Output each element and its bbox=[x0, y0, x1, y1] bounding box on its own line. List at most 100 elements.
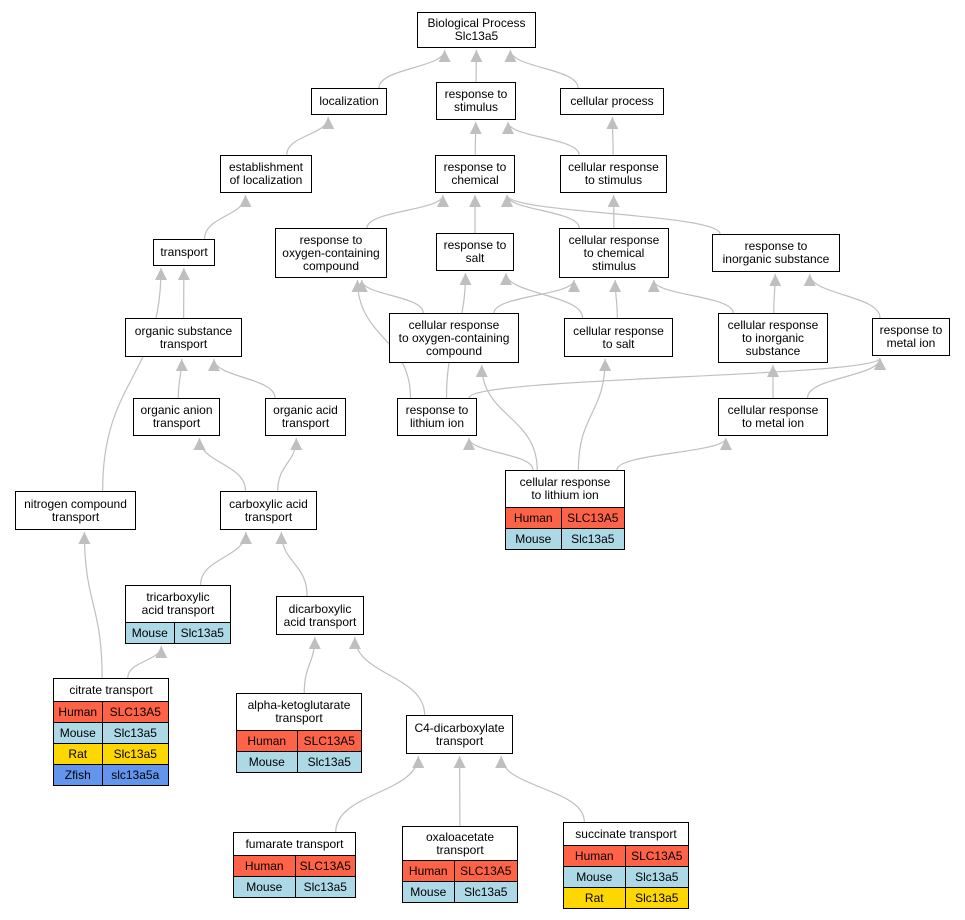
node-label: localization bbox=[319, 94, 379, 108]
node-response-to-inorganic-substance[interactable]: response to inorganic substance bbox=[712, 234, 840, 272]
edge-carboxylic-to-org_anion bbox=[193, 437, 247, 492]
gene-cell: Slc13a5 bbox=[625, 866, 688, 888]
node-cellular-response-to-inorganic-substance[interactable]: cellular response to inorganic substance bbox=[718, 313, 828, 363]
gene-cell: slc13a5a bbox=[102, 764, 168, 785]
node-response-to-oxygen-containing-compound[interactable]: response to oxygen-containing compound bbox=[275, 228, 387, 278]
gene-cell: Slc13a5 bbox=[297, 751, 361, 772]
node-cellular-response-to-oxygen-containing-compound[interactable]: cellular response to oxygen-containing c… bbox=[389, 313, 519, 363]
edge-dicarboxylic-to-carboxylic bbox=[275, 531, 308, 597]
node-label: cellular response to chemical stimulus bbox=[568, 232, 660, 273]
node-label: tricarboxylic acid transport bbox=[141, 590, 215, 617]
node-organic-acid-transport[interactable]: organic acid transport bbox=[265, 398, 346, 436]
species-cell: Human bbox=[54, 701, 103, 723]
node-label: organic anion transport bbox=[140, 403, 213, 430]
edge-cell_resp_stim-to-resp_stim bbox=[502, 121, 580, 156]
node-nitrogen-compound-transport[interactable]: nitrogen compound transport bbox=[15, 491, 136, 530]
node-cellular-response-to-chemical-stimulus[interactable]: cellular response to chemical stimulus bbox=[559, 228, 669, 278]
node-establishment-of-localization[interactable]: establishment of localization bbox=[220, 155, 312, 193]
edge-citrate-to-nitrogen bbox=[78, 531, 103, 679]
edge-cell_resp_lithium-to-cell_resp_metal bbox=[616, 437, 732, 471]
edge-resp_lithium-to-resp_metal bbox=[468, 357, 886, 399]
node-label: cellular response to oxygen-containing c… bbox=[398, 317, 510, 358]
node-response-to-salt[interactable]: response to salt bbox=[436, 233, 514, 271]
edge-cell_resp_inorg-to-cell_resp_chem bbox=[647, 279, 734, 314]
edge-cell_resp_metal-to-resp_metal bbox=[806, 357, 886, 399]
node-carboxylic-acid-transport[interactable]: carboxylic acid transport bbox=[220, 491, 317, 530]
edge-resp_chem-to-resp_stim bbox=[469, 121, 482, 156]
node-label: alpha-ketoglutarate transport bbox=[247, 698, 351, 725]
node-label: succinate transport bbox=[575, 826, 677, 841]
node-dicarboxylic-acid-transport[interactable]: dicarboxylic acid transport bbox=[276, 596, 364, 635]
node-cellular-process[interactable]: cellular process bbox=[560, 88, 664, 115]
node-c4-dicarboxylate-transport[interactable]: C4-dicarboxylate transport bbox=[406, 715, 513, 754]
node-biological-process[interactable]: Biological Process Slc13a5 bbox=[417, 12, 536, 48]
node-label: organic acid transport bbox=[273, 403, 338, 430]
node-label: response to lithium ion bbox=[405, 403, 469, 430]
gene-cell: Slc13a5 bbox=[295, 876, 355, 897]
node-label: nitrogen compound transport bbox=[24, 496, 127, 524]
gene-cell: Slc13a5 bbox=[625, 887, 688, 908]
node-cellular-response-to-stimulus[interactable]: cellular response to stimulus bbox=[560, 155, 667, 193]
node-label: Biological Process Slc13a5 bbox=[427, 16, 526, 43]
node-organic-anion-transport[interactable]: organic anion transport bbox=[133, 398, 220, 436]
gene-cell: SLC13A5 bbox=[561, 507, 624, 529]
species-cell: Mouse bbox=[234, 876, 296, 897]
edge-cell_resp_lithium-to-cell_resp_salt bbox=[577, 358, 612, 471]
gene-cell: Slc13a5 bbox=[174, 622, 230, 643]
node-localization[interactable]: localization bbox=[311, 88, 387, 115]
node-label: organic substance transport bbox=[134, 323, 233, 351]
edge-cell_resp_inorg-to-resp_inorg bbox=[769, 273, 782, 314]
node-label: oxaloacetate transport bbox=[425, 829, 495, 857]
node-cellular-response-to-salt[interactable]: cellular response to salt bbox=[564, 318, 673, 357]
node-label: dicarboxylic acid transport bbox=[283, 601, 357, 629]
edge-transport-to-estab_loc bbox=[203, 194, 252, 240]
node-response-to-lithium-ion[interactable]: response to lithium ion bbox=[397, 398, 477, 436]
species-cell: Rat bbox=[54, 743, 103, 765]
species-cell: Mouse bbox=[237, 751, 298, 772]
node-label: response to oxygen-containing compound bbox=[282, 232, 380, 273]
node-label: response to inorganic substance bbox=[722, 239, 830, 266]
node-label: response to chemical bbox=[443, 160, 507, 187]
edge-nitrogen-to-transport bbox=[102, 267, 167, 492]
node-label: carboxylic acid transport bbox=[229, 496, 308, 524]
species-cell: Mouse bbox=[54, 722, 103, 744]
edge-alpha_keto-to-dicarboxylic bbox=[303, 636, 321, 694]
node-response-to-metal-ion[interactable]: response to metal ion bbox=[872, 318, 950, 356]
node-transport[interactable]: transport bbox=[153, 239, 215, 266]
node-cellular-response-to-metal-ion[interactable]: cellular response to metal ion bbox=[718, 398, 828, 436]
node-organic-substance-transport[interactable]: organic substance transport bbox=[125, 318, 242, 357]
node-response-to-stimulus[interactable]: response to stimulus bbox=[436, 82, 516, 120]
species-cell: Human bbox=[237, 730, 298, 752]
node-label: C4-dicarboxylate transport bbox=[414, 720, 505, 748]
edge-cell_resp_oxy-to-cell_resp_chem bbox=[493, 279, 580, 314]
node-label: cellular response to stimulus bbox=[568, 160, 659, 187]
node-response-to-chemical[interactable]: response to chemical bbox=[435, 155, 515, 193]
node-label: cellular response to lithium ion bbox=[519, 475, 611, 502]
gene-cell: Slc13a5 bbox=[102, 743, 168, 765]
gene-cell: SLC13A5 bbox=[625, 845, 688, 867]
edge-cell_resp_oxy-to-resp_oxy bbox=[355, 279, 424, 314]
node-label: cellular response to inorganic substance bbox=[727, 317, 819, 358]
